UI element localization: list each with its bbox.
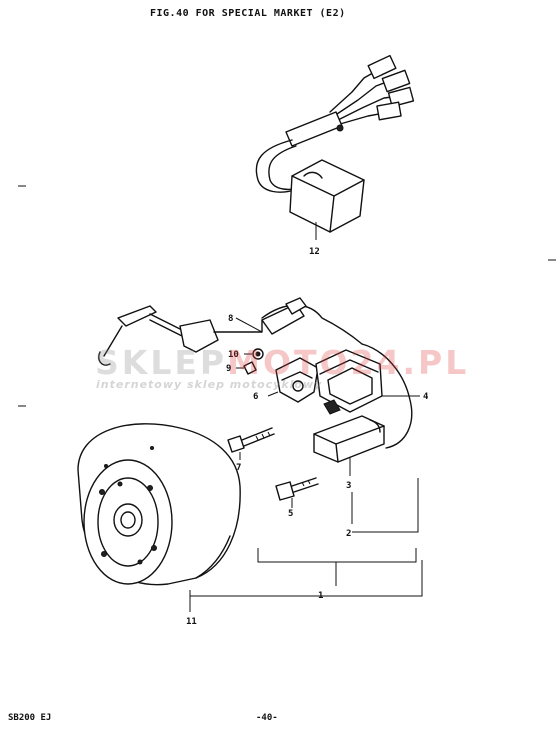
- watermark-brand: SKLEPMOTO24.PL: [95, 343, 470, 382]
- flywheel-rotor-part: [77, 423, 241, 586]
- callout-7: 7: [236, 463, 241, 473]
- footer-page-number: -40-: [256, 713, 278, 723]
- figure-title: FIG.40 FOR SPECIAL MARKET (E2): [150, 8, 346, 19]
- screw-washer-parts: [236, 348, 264, 375]
- callout-5: 5: [288, 509, 293, 519]
- callout-1: 1: [318, 591, 323, 601]
- callout-10: 10: [228, 350, 239, 360]
- stator-bolt-7: [227, 427, 275, 460]
- callout-11: 11: [186, 617, 197, 627]
- coil-screw-5: [275, 477, 319, 508]
- footer-model: SB200 EJ: [8, 713, 52, 723]
- callout-12: 12: [309, 247, 320, 257]
- callout-9: 9: [226, 364, 231, 374]
- pickup-coil-part: [267, 357, 319, 403]
- callout-4: 4: [423, 392, 429, 402]
- stator-wiring: [98, 304, 413, 449]
- pulser-coil-part: [235, 297, 307, 335]
- callout-8: 8: [228, 314, 233, 324]
- callout-3: 3: [346, 481, 351, 491]
- lighting-coil-part: [313, 415, 385, 476]
- callout-2: 2: [346, 529, 351, 539]
- watermark-tagline: internetowy sklep motocyklowy: [96, 378, 323, 391]
- callout-6: 6: [253, 392, 258, 402]
- assembly-brackets: [189, 478, 423, 612]
- charging-coil-part: [315, 349, 420, 415]
- cdi-unit-part: [255, 54, 415, 240]
